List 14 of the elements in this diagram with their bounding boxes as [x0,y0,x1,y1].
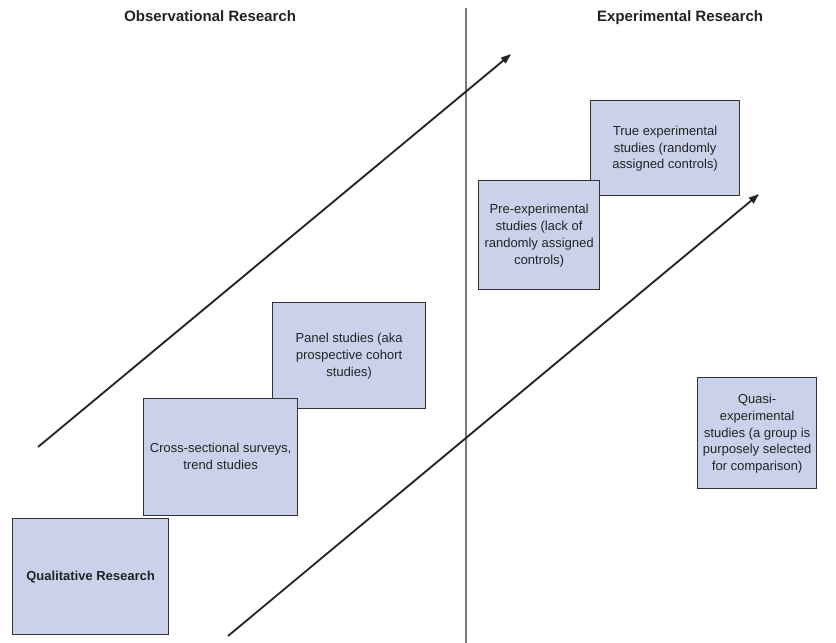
study-box [590,100,740,196]
study-box [272,302,426,409]
box-text: Qualitative Research [26,568,155,585]
box-text: True experimental studies (randomly assigned controls) [611,122,719,174]
box-text: Pre-experimental studies (lack of randomly assigned controls) [483,201,595,269]
study-box [12,518,169,635]
study-box [478,180,600,290]
box-text: Cross-sectional surveys, trend studies [148,440,292,474]
box-text: Quasi-experimental studies (a group is purposely selected for comparison) [702,390,812,476]
study-box [143,398,298,516]
box-text: Panel studies (aka prospective cohort studies) [294,330,404,381]
study-box [697,377,817,489]
section-heading: Observational Research [124,8,296,25]
section-heading: Experimental Research [597,8,763,25]
